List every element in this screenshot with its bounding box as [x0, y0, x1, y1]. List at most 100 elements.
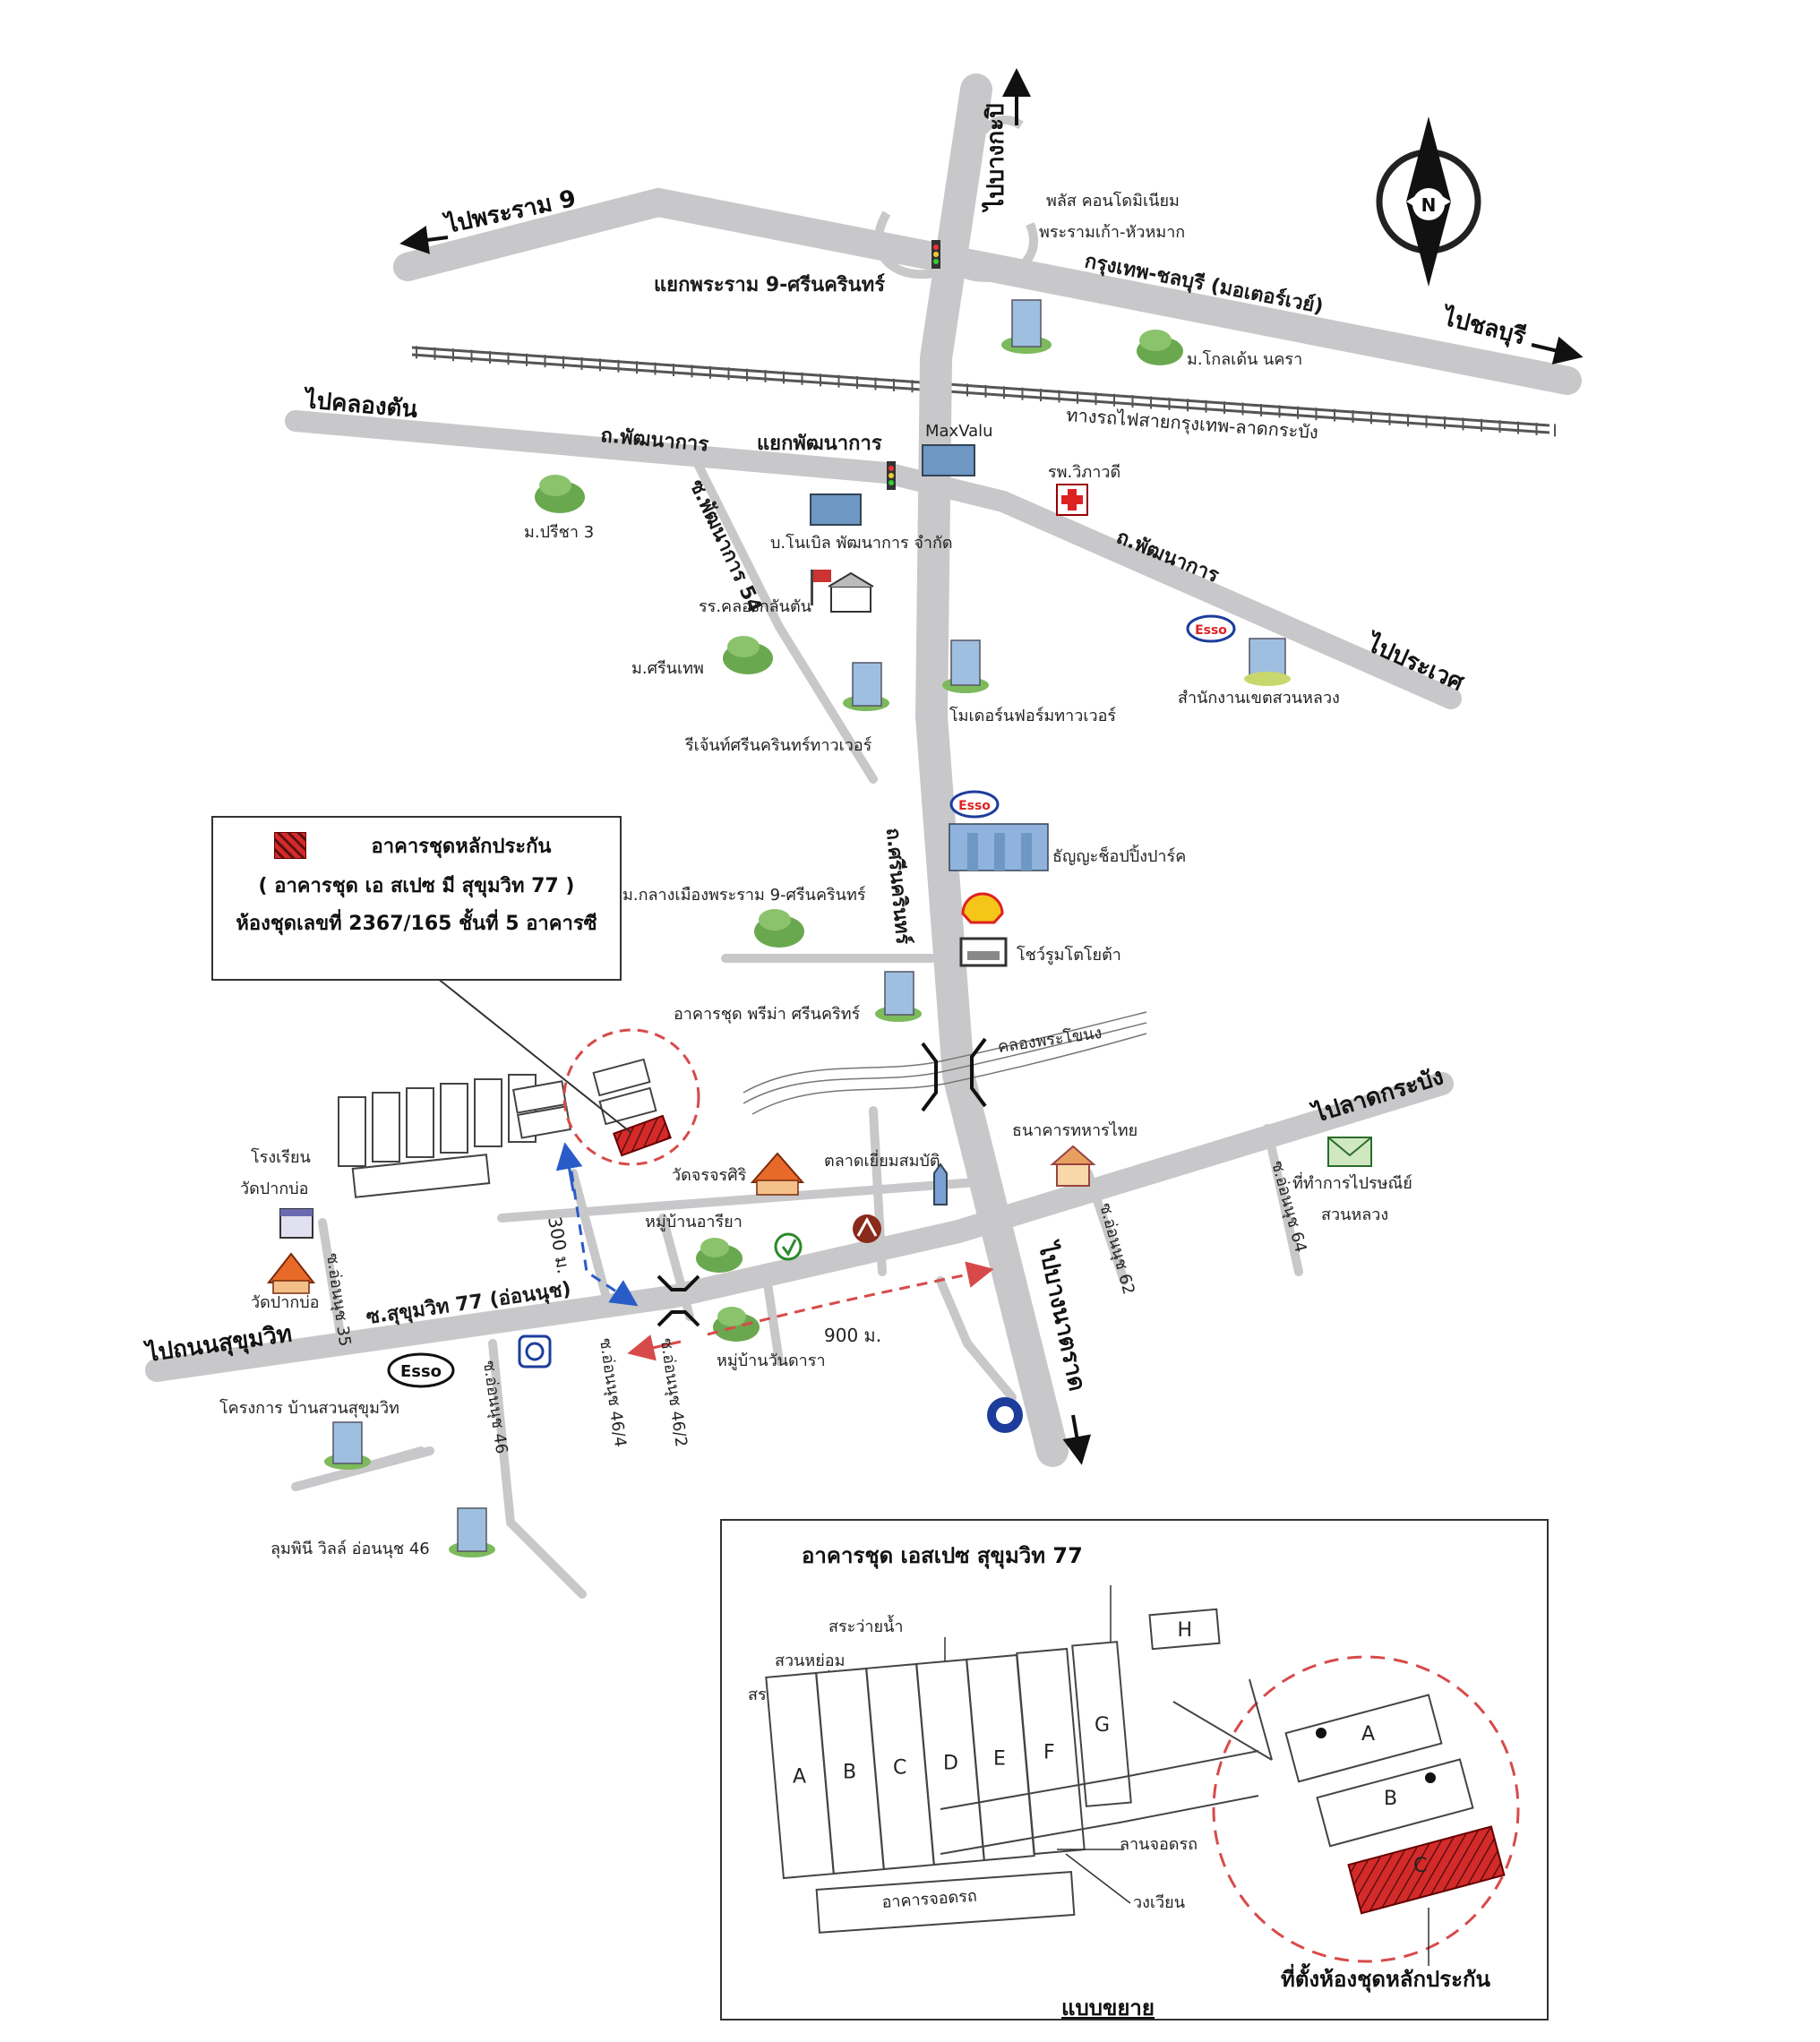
inset-block-label: C	[893, 1757, 906, 1780]
legend-title: อาคารชุดหลักประกัน	[371, 836, 552, 858]
inset-block-label: F	[1043, 1742, 1055, 1764]
inset-title: อาคารชุด เอสเปซ สุขุมวิท 77	[802, 1543, 1083, 1570]
target-building	[613, 1114, 672, 1157]
svg-text:A: A	[1361, 1723, 1375, 1746]
project-site-blocks	[338, 1028, 700, 1198]
label-soi-onnut35: ซ.อ่อนนุช 35	[322, 1252, 354, 1348]
label-hospital: รพ.วิภาวดี	[1048, 463, 1120, 482]
road-motorway	[393, 187, 1582, 395]
label-school-paknam-2: วัดปากบ่อ	[240, 1180, 308, 1198]
condo-building-icon	[1001, 299, 1052, 354]
label-soi-onnut64: ซ.อ่อนนุช 64	[1267, 1159, 1309, 1255]
shell-logo-icon	[961, 892, 1004, 924]
label-to-bangkapi: ไปบางกะปิ	[981, 103, 1009, 213]
inset-block-f	[1016, 1647, 1086, 1856]
kasikorn-bank-icon	[774, 1232, 803, 1261]
label-market: ตลาดเยี่ยมสมบัติ	[824, 1149, 940, 1171]
label-thanya: ธัญญะช็อปปิ้งปาร์ค	[1052, 845, 1186, 866]
direction-arrows	[399, 68, 1584, 1465]
road-soi-464	[569, 1169, 614, 1312]
traffic-light-icon	[887, 461, 896, 490]
inset-target-building	[1347, 1825, 1506, 1915]
road-soi-pattanakarn54	[694, 461, 878, 784]
condo-building-icon	[843, 662, 889, 711]
label-school-klong: รร.คลองกลันตัน	[699, 597, 811, 616]
inset-block-label: B	[843, 1762, 856, 1784]
condo-building-icon	[1244, 638, 1291, 686]
label-soi-onnut464: ซ.อ่อนนุช 46/4	[596, 1337, 630, 1448]
inset-label-roundabout: วงเวียน	[1133, 1893, 1185, 1912]
legend-line-2: ( อาคารชุด เอ สเปซ มี สุขุมวิท 77 )	[258, 875, 575, 897]
label-tmb: ธนาคารทหารไทย	[1012, 1120, 1138, 1140]
site-block	[372, 1092, 400, 1163]
tree-icon	[535, 475, 585, 513]
road-sukhumvit77	[145, 1072, 1454, 1382]
legend-line-3: ห้องชุดเลขที่ 2367/165 ชั้นที่ 5 อาคารซี	[236, 913, 597, 935]
site-block	[338, 1096, 366, 1167]
road-bansuan	[291, 1446, 434, 1491]
canal-phrakhanong	[743, 1011, 1147, 1115]
esso-logo-icon: Esso	[387, 1352, 455, 1388]
building-icon	[922, 444, 975, 476]
svg-text:B: B	[1384, 1788, 1397, 1810]
site-block	[440, 1083, 468, 1154]
label-wandara: หมู่บ้านวันดารา	[717, 1351, 826, 1370]
legend-pointer-line	[436, 977, 632, 1134]
compass-icon: N	[1376, 116, 1481, 287]
traffic-light-icon	[931, 240, 940, 269]
inset-label-pool-1: สระว่ายน้ำ	[828, 1615, 904, 1636]
temple-icon	[750, 1152, 805, 1196]
label-soi-pattanakarn54: ซ.พัฒนาการ 54	[685, 476, 767, 616]
svg-text:900 ม.: 900 ม.	[824, 1325, 881, 1346]
inset-block-h	[1148, 1608, 1221, 1651]
label-regent: รีเจ้นท์ศรีนครินทร์ทาวเวอร์	[685, 736, 872, 755]
condo-building-icon	[324, 1421, 371, 1470]
label-soi-onnut62: ซ.อ่อนนุช 62	[1095, 1201, 1138, 1297]
svg-text:300 ม.: 300 ม.	[544, 1215, 575, 1275]
tree-icon	[1137, 330, 1183, 365]
label-to-ladkrabang: ไปลาดกระบัง	[1308, 1061, 1447, 1128]
bangkok-bank-icon	[518, 1334, 552, 1368]
inset-block-label: G	[1095, 1714, 1110, 1737]
site-block	[406, 1087, 434, 1158]
road-bangna-side	[936, 1276, 1017, 1402]
label-soi-onnut46: ซ.อ่อนนุช 46	[479, 1360, 511, 1455]
road-soi-62	[1084, 1169, 1129, 1285]
monument-icon	[933, 1163, 948, 1205]
interchange-loops	[873, 116, 1038, 282]
label-prima: อาคารชุด พรีม่า ศรีนคริทร์	[674, 1005, 861, 1024]
bridge-canal	[921, 1037, 987, 1112]
label-klangmuang: ม.กลางเมืองพระราม 9-ศรีนครินทร์	[622, 886, 866, 905]
esso-logo-icon: Esso	[949, 790, 1000, 819]
label-plus-condo: พลัส คอนโดมิเนียม	[1046, 191, 1180, 210]
inset-caption: แบบขยาย	[1061, 1995, 1155, 2021]
label-soi-onnut462: ซ.อ่อนนุช 46/2	[657, 1337, 691, 1448]
inset-detail-map: อาคารชุด เอสเปซ สุขุมวิท 77 สระว่ายน้ำ ส…	[720, 1519, 1549, 2021]
label-srinakarin: ถ.ศรีนครินทร์	[881, 827, 914, 945]
label-suanluang-office: สำนักงานเขตสวนหลวง	[1178, 689, 1340, 708]
label-wat-paknam: วัดปากบ่อ	[251, 1293, 319, 1312]
label-nobel: บ.โนเบิล พัฒนาการ จำกัด	[770, 533, 953, 553]
label-ariya: หมู่บ้านอารียา	[645, 1213, 743, 1231]
tree-icon	[713, 1307, 760, 1342]
road-soi-35	[318, 1218, 345, 1339]
label-maxvalu: MaxValu	[925, 422, 993, 441]
temple-icon	[266, 1252, 316, 1294]
krungthai-bank-icon	[853, 1214, 881, 1243]
label-school-paknam: โรงเรียน	[251, 1147, 311, 1167]
road-soi-46	[488, 1339, 587, 1599]
label-toyota: โชว์รูมโตโยต้า	[1017, 945, 1121, 965]
label-modern-form: โมเดอร์นฟอร์มทาวเวอร์	[949, 706, 1116, 725]
road-soi-64	[1263, 1124, 1303, 1276]
shopping-mall-icon	[949, 823, 1049, 871]
svg-text:N: N	[1421, 194, 1437, 216]
svg-text:Esso: Esso	[400, 1362, 442, 1381]
inset-block-label: E	[993, 1748, 1006, 1771]
building-icon	[810, 493, 862, 526]
label-wat-jongsri: วัดจรจรศิริ	[672, 1166, 747, 1185]
inset-block-label: H	[1178, 1619, 1193, 1642]
label-post-office-2: สวนหลวง	[1321, 1205, 1388, 1224]
svg-text:Esso: Esso	[1195, 623, 1227, 638]
condo-building-icon	[875, 971, 922, 1022]
